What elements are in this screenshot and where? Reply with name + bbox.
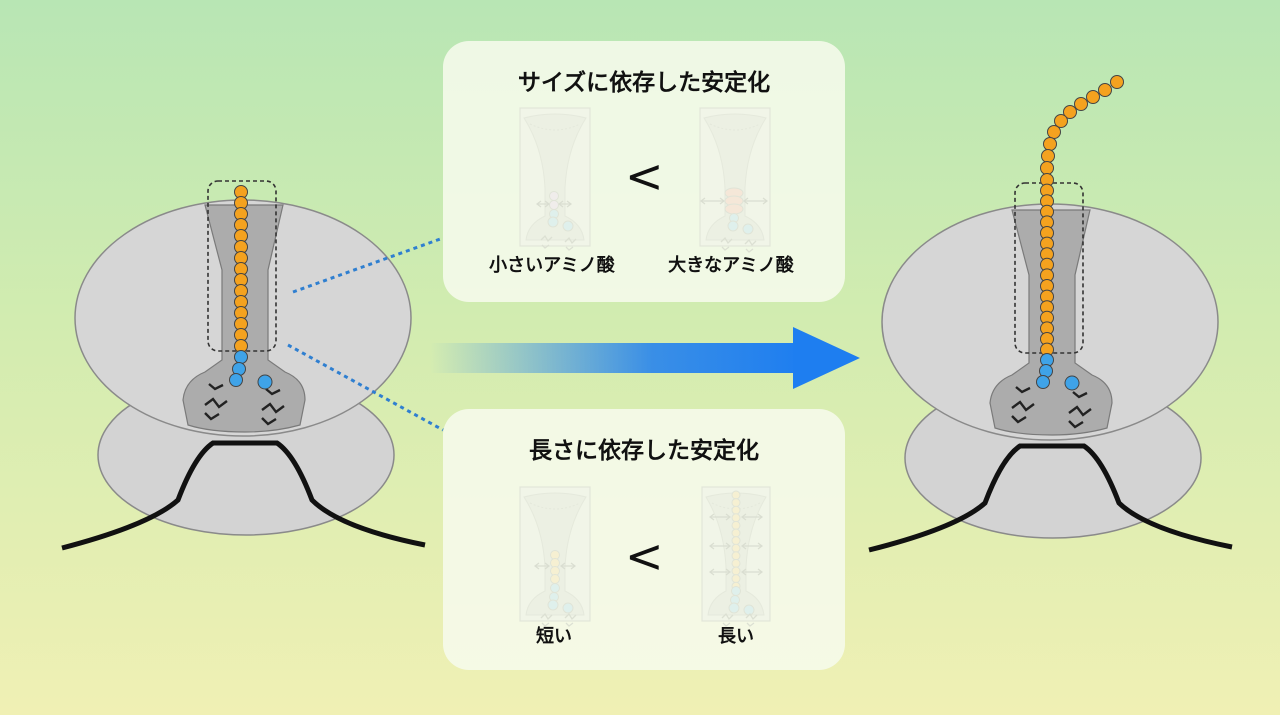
panel-title: サイズに依存した安定化 <box>517 70 771 96</box>
arrow-right-icon <box>430 327 860 389</box>
connector-line-top <box>292 236 444 294</box>
short-chain-label: 短い <box>536 626 572 647</box>
large-amino-acid-label: 大きなアミノ酸 <box>668 255 794 276</box>
amino-acid-bead <box>1063 105 1077 119</box>
amino-acid-bead <box>1047 125 1061 139</box>
amino-acid-bead <box>1054 114 1068 128</box>
size-dependent-panel: サイズに依存した安定化 < 小さいアミノ酸 大きなアミノ酸 <box>443 41 845 302</box>
long-chain-label: 長い <box>718 626 754 647</box>
trna-left <box>1011 386 1035 424</box>
amino-acid-bead <box>1074 97 1088 111</box>
amino-acid-bead <box>1086 90 1100 104</box>
panel-title: 長さに依存した安定化 <box>529 438 759 464</box>
mrna-strand <box>868 443 1233 553</box>
amino-acid-bead <box>1040 161 1054 175</box>
amino-acid-bead <box>1036 375 1050 389</box>
trna-left <box>204 383 228 421</box>
amino-acid-bead <box>1064 375 1080 391</box>
nascent-chain-after <box>1036 75 1124 391</box>
amino-acid-bead <box>257 374 273 390</box>
mrna-strand <box>61 440 426 551</box>
ribosome-before <box>61 180 426 551</box>
amino-acid-bead <box>229 373 243 387</box>
small-amino-acid-label: 小さいアミノ酸 <box>489 255 615 276</box>
nascent-chain-before <box>229 185 273 390</box>
length-dependent-panel: 長さに依存した安定化 < 短い 長い <box>443 409 845 670</box>
ribosome-after <box>868 75 1233 553</box>
amino-acid-bead <box>1041 149 1055 163</box>
amino-acid-bead <box>1098 83 1112 97</box>
less-than-icon: < <box>625 529 664 583</box>
connector-line-bottom <box>287 343 444 432</box>
amino-acid-bead <box>1043 137 1057 151</box>
amino-acid-bead <box>234 350 248 364</box>
trna-right <box>261 388 285 426</box>
less-than-icon: < <box>625 149 664 203</box>
trna-right <box>1068 391 1092 429</box>
amino-acid-bead <box>1110 75 1124 89</box>
